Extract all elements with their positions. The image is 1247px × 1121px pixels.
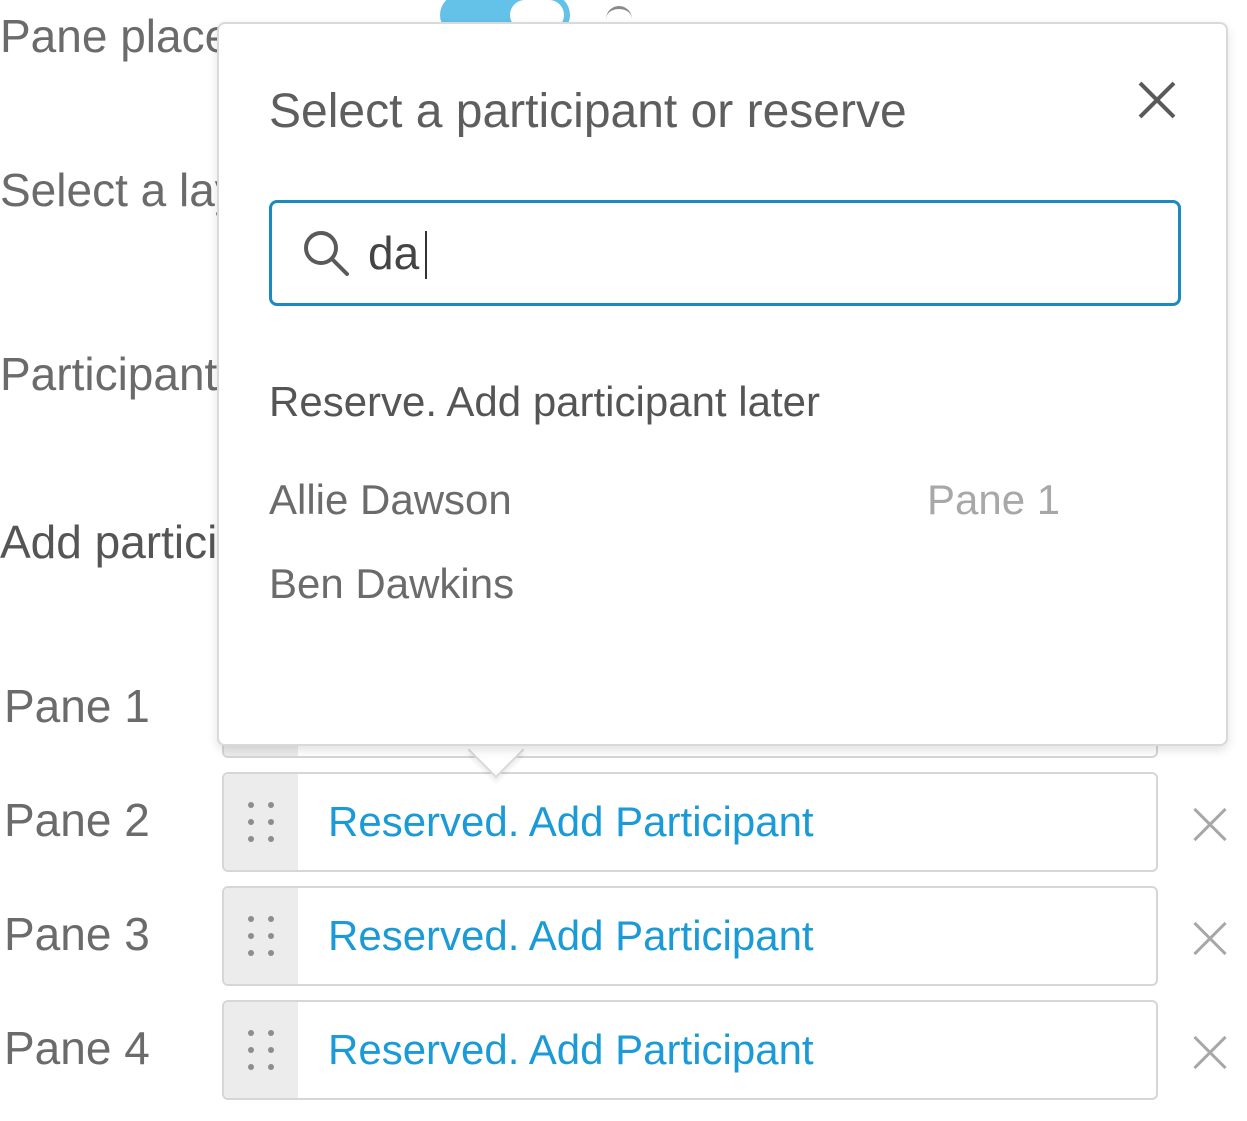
pane-row-4[interactable]: Reserved. Add Participant [222, 1000, 1158, 1100]
participant-option[interactable]: Allie Dawson Pane 1 [269, 474, 1069, 526]
drag-handle-icon[interactable] [224, 1002, 298, 1098]
pane-label-3: Pane 3 [4, 908, 150, 960]
participant-picker-popover: Select a participant or reserve Reserve.… [217, 22, 1228, 746]
drag-handle-icon[interactable] [224, 774, 298, 870]
pane-label-4: Pane 4 [4, 1022, 150, 1074]
assigned-pane-label: Pane 1 [927, 476, 1061, 523]
pane-label-1: Pane 1 [4, 680, 150, 732]
add-participant-link-2[interactable]: Reserved. Add Participant [328, 798, 814, 845]
participant-option[interactable]: Ben Dawkins [269, 558, 1069, 610]
participant-search-field[interactable] [269, 200, 1181, 306]
remove-pane-4-icon[interactable] [1188, 1030, 1232, 1074]
close-icon[interactable] [1137, 80, 1177, 120]
participant-name: Ben Dawkins [269, 560, 515, 607]
add-participant-link-4[interactable]: Reserved. Add Participant [328, 1026, 814, 1073]
popover-title: Select a participant or reserve [269, 85, 907, 138]
search-icon [304, 231, 349, 276]
drag-handle-icon[interactable] [224, 888, 298, 984]
pane-label-2: Pane 2 [4, 794, 150, 846]
help-icon[interactable] [606, 6, 632, 22]
reserve-option[interactable]: Reserve. Add participant later [269, 378, 820, 425]
pane-row-3[interactable]: Reserved. Add Participant [222, 886, 1158, 986]
participants-label: Participants [0, 348, 241, 400]
remove-pane-3-icon[interactable] [1188, 916, 1232, 960]
add-participant-link-3[interactable]: Reserved. Add Participant [328, 912, 814, 959]
text-caret [425, 231, 427, 279]
pane-row-2[interactable]: Reserved. Add Participant [222, 772, 1158, 872]
participant-name: Allie Dawson [269, 476, 512, 523]
search-input[interactable] [368, 221, 1068, 285]
remove-pane-2-icon[interactable] [1188, 802, 1232, 846]
